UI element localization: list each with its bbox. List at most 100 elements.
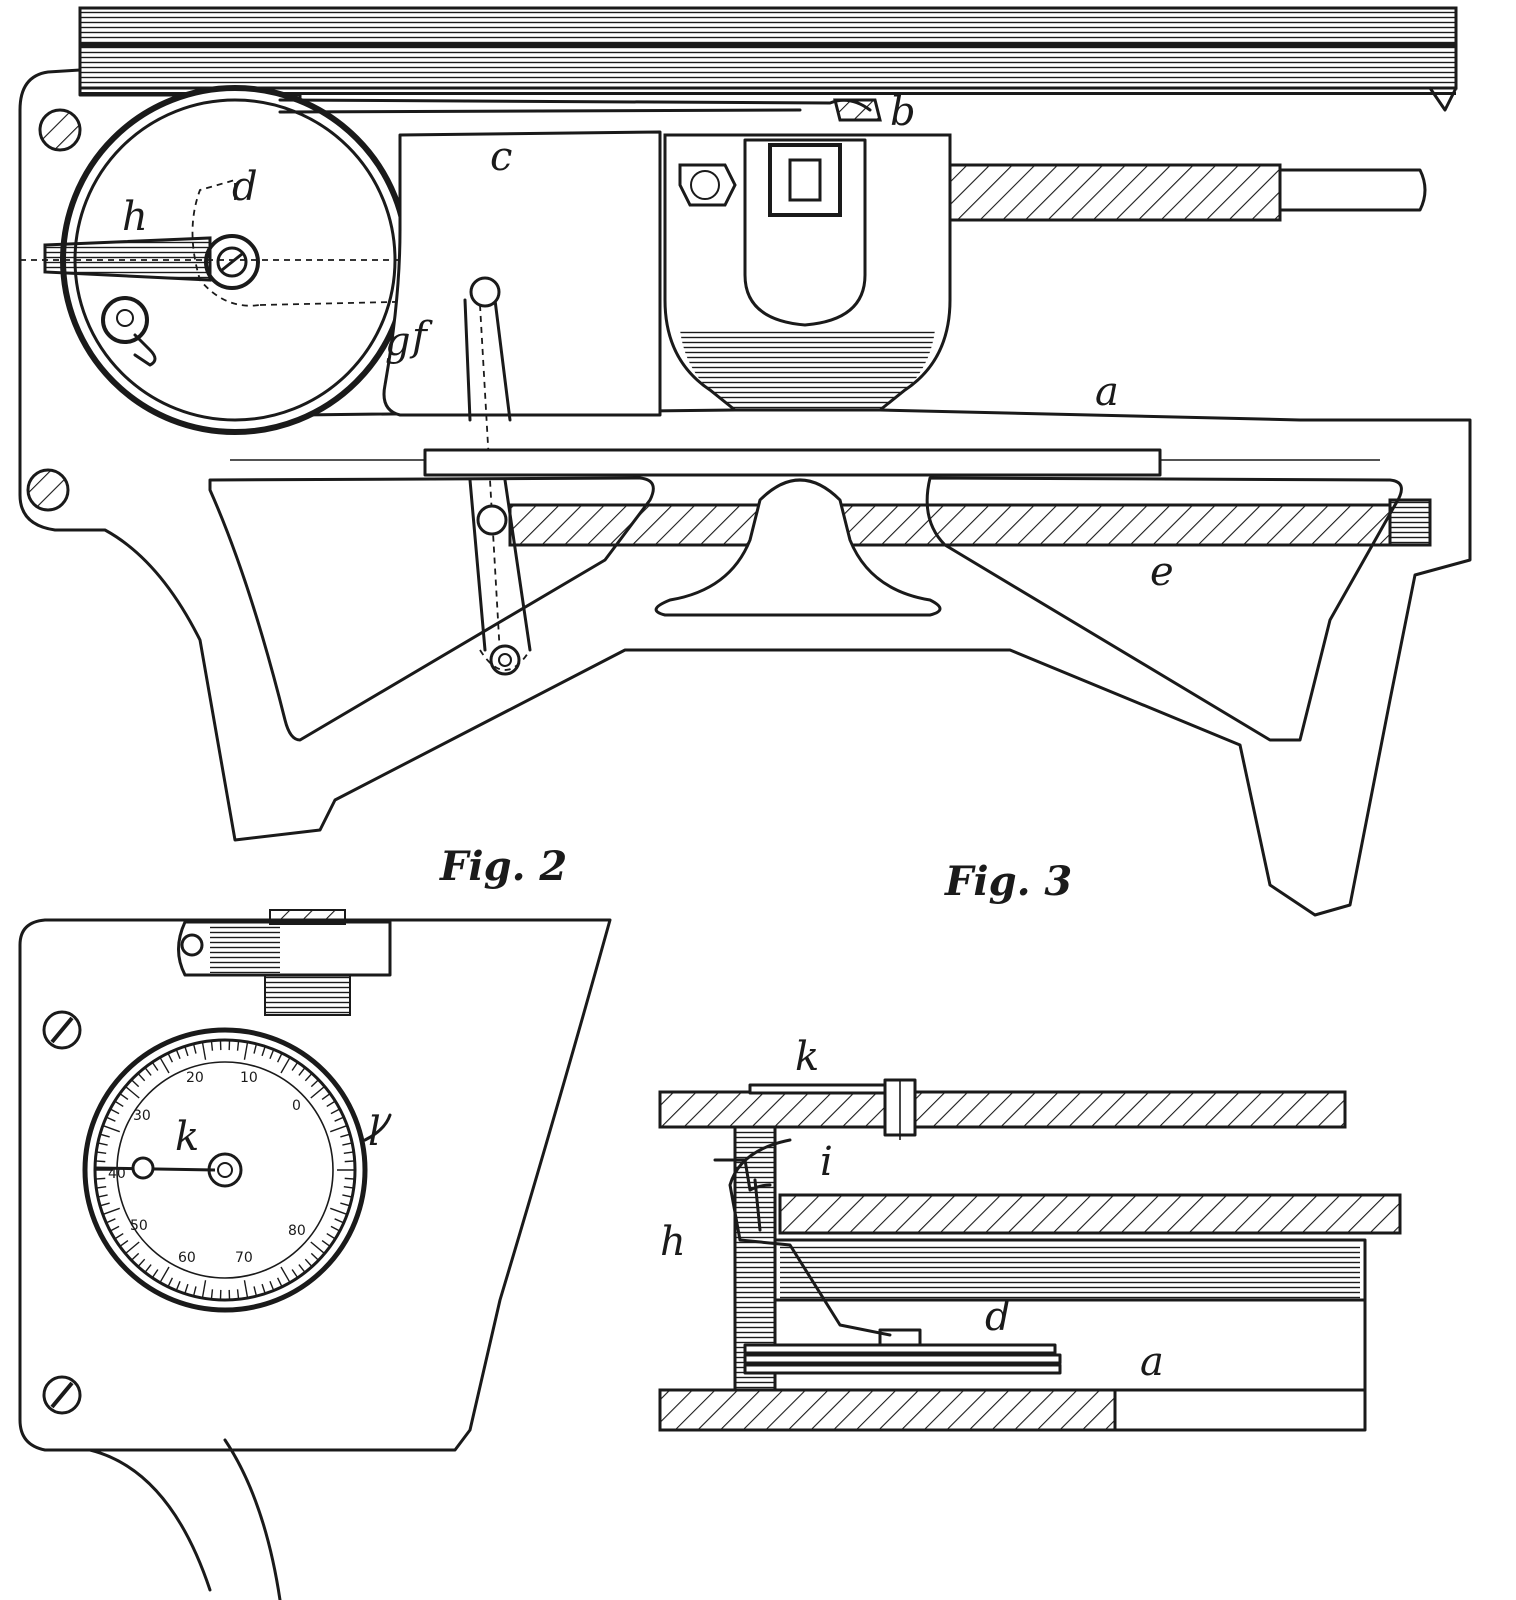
dial-tick <box>330 1124 348 1133</box>
fig3-label-k: k <box>795 1034 819 1080</box>
dial-tick <box>124 1241 140 1255</box>
dial-tick <box>97 1142 108 1146</box>
dial-tick <box>95 1177 106 1180</box>
dial-tick <box>330 1207 348 1216</box>
dial-tick <box>340 1202 351 1207</box>
dial-tick <box>159 1057 170 1074</box>
dial-tick <box>201 1041 207 1060</box>
dial-tick <box>310 1252 320 1261</box>
figure-1: a b c d e f g h <box>18 6 1472 917</box>
dial-tick <box>253 1286 258 1297</box>
fig3-label-a: a <box>1140 1339 1164 1385</box>
fig3-label-i: i <box>820 1139 833 1185</box>
fig2-label-k: k <box>175 1114 199 1160</box>
dial-tick <box>210 1289 214 1300</box>
dial-tick <box>276 1277 283 1288</box>
dial-tick <box>343 1151 354 1154</box>
threaded-screw <box>948 163 1427 222</box>
dial-tick <box>236 1040 240 1051</box>
dial-tick <box>184 1283 189 1294</box>
dial-tick <box>137 1072 146 1082</box>
dial-tick <box>304 1258 313 1268</box>
dial-tick <box>298 1067 306 1076</box>
label-e: e <box>1150 549 1174 595</box>
dial-tick <box>321 1093 331 1101</box>
pointer-h <box>43 236 212 282</box>
dial-tick <box>269 1280 275 1291</box>
dial-tick <box>167 1052 174 1063</box>
figure-3: k i h d a <box>658 1034 1402 1432</box>
dial-tick <box>253 1043 258 1054</box>
gauge-dial-l: 20 10 0 30 40 50 60 70 80 <box>82 1027 368 1313</box>
dial-tick <box>326 1100 336 1108</box>
dial-tick <box>184 1046 189 1057</box>
dial-tick <box>99 1133 110 1138</box>
dial-tick <box>167 1277 174 1288</box>
top-rail <box>78 6 1458 112</box>
label-d: d <box>232 164 258 210</box>
dial-tick <box>330 1225 341 1232</box>
fig3-label-h: h <box>660 1219 686 1265</box>
dial-num-20: 20 <box>186 1070 204 1086</box>
dial-tick <box>310 1085 326 1099</box>
dial-num-50: 50 <box>130 1218 148 1234</box>
dial-num-30: 30 <box>133 1108 151 1124</box>
dial-tick <box>130 1079 140 1088</box>
dial-num-70: 70 <box>235 1250 253 1266</box>
dial-num-10: 10 <box>240 1070 258 1086</box>
dial-tick <box>151 1269 159 1279</box>
dial-tick <box>276 1052 283 1063</box>
fig2-caption: Fig. 2 <box>439 843 567 890</box>
dial-num-60: 60 <box>178 1250 196 1266</box>
fig3-middle-plate <box>778 1193 1402 1235</box>
dial-tick <box>243 1041 249 1060</box>
dial-tick <box>310 1241 326 1255</box>
coil-spring-e <box>476 498 1432 547</box>
fig3-bottom-plate <box>658 1388 1117 1432</box>
dial-tick <box>99 1202 110 1207</box>
dial-tick <box>96 1186 107 1189</box>
dial-tick <box>236 1289 240 1300</box>
figure-2: 20 10 0 30 40 50 60 70 80 k l <box>18 909 612 1600</box>
dial-tick <box>175 1049 181 1060</box>
label-a: a <box>1095 369 1119 415</box>
dial-tick <box>192 1286 197 1297</box>
fig3-top-plate <box>658 1090 1347 1129</box>
dial-tick <box>119 1239 129 1247</box>
dial-tick <box>342 1194 353 1198</box>
dial-tick <box>119 1093 129 1101</box>
dial-tick <box>269 1049 275 1060</box>
dial-tick <box>95 1160 106 1163</box>
dial-tick <box>97 1194 108 1198</box>
dial-tick <box>342 1142 353 1146</box>
dial-tick <box>210 1040 214 1051</box>
screw-bottom-icon <box>26 468 70 512</box>
dial-tick <box>109 1108 120 1115</box>
dial-tick <box>326 1232 336 1240</box>
dial-tick <box>144 1067 152 1076</box>
fig3-label-d: d <box>985 1294 1011 1340</box>
dial-tick <box>340 1133 351 1138</box>
dial-disc <box>20 85 500 435</box>
dial-tick <box>105 1116 116 1122</box>
dial-num-0: 0 <box>292 1098 301 1114</box>
dial-tick <box>175 1280 181 1291</box>
dial-tick <box>102 1124 120 1133</box>
dial-tick <box>109 1225 120 1232</box>
dial-tick <box>334 1218 345 1224</box>
screw-top-icon <box>38 108 82 152</box>
dial-tick <box>124 1085 140 1099</box>
dial-tick <box>102 1207 120 1216</box>
dial-tick <box>343 1186 354 1189</box>
dial-tick <box>261 1046 266 1057</box>
dial-tick <box>330 1108 341 1115</box>
dial-tick <box>114 1100 124 1108</box>
dial-tick <box>105 1218 116 1224</box>
dial-tick <box>96 1151 107 1154</box>
dial-tick <box>291 1061 299 1071</box>
dial-tick <box>280 1057 291 1074</box>
dial-tick <box>310 1079 320 1088</box>
fig3-caption: Fig. 3 <box>944 858 1072 905</box>
dial-tick <box>321 1239 331 1247</box>
